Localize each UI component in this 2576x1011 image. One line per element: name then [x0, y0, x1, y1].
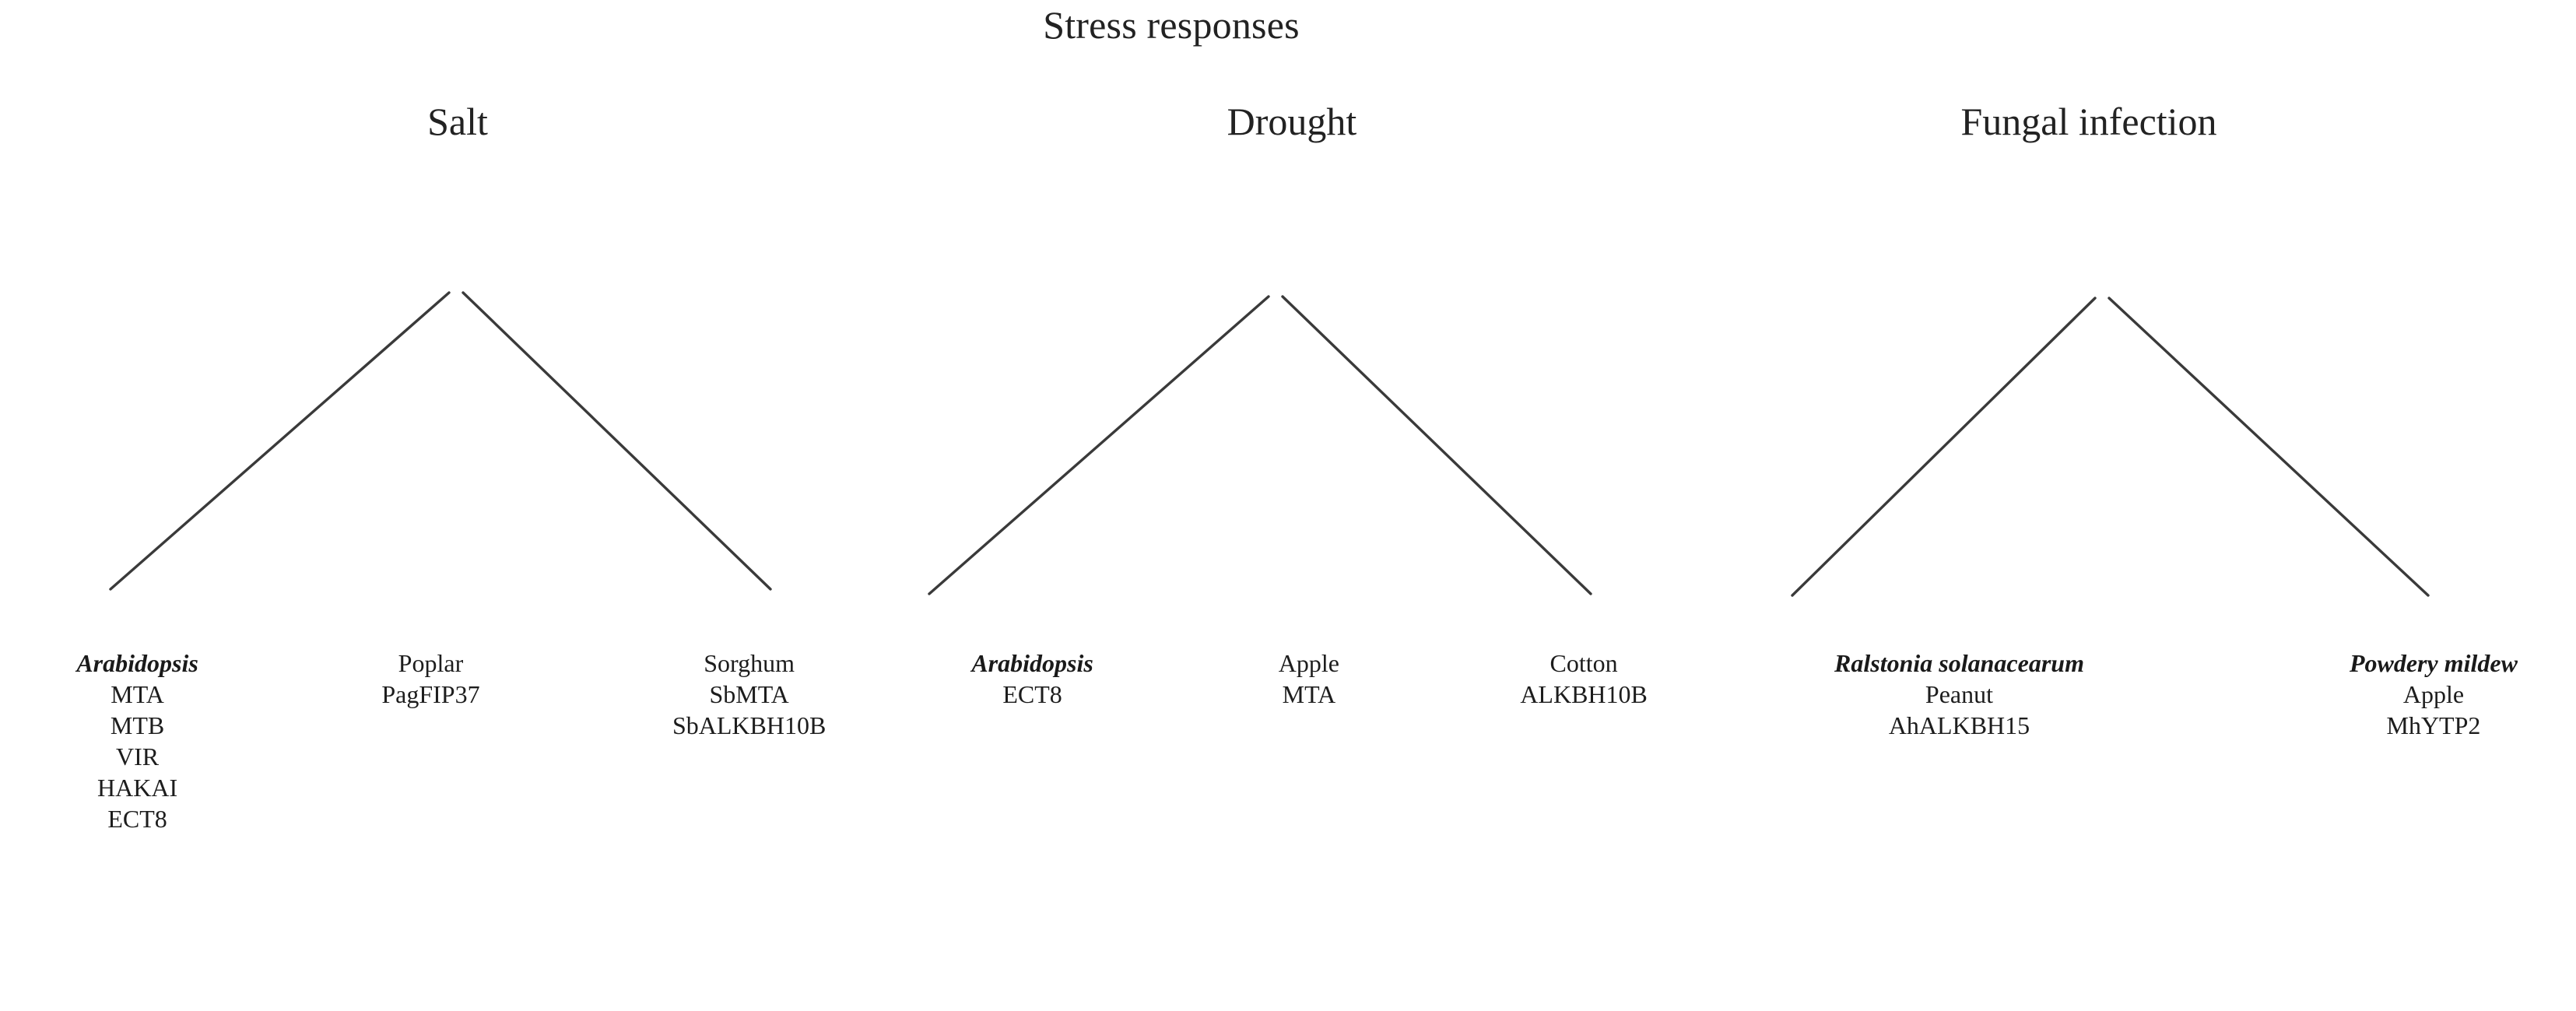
species-name: Powdery mildew	[2349, 649, 2518, 677]
page-title: Stress responses	[1043, 3, 1300, 47]
category-label-fungal-infection: Fungal infection	[1960, 100, 2217, 143]
gene-item: MhYTP2	[2386, 711, 2481, 739]
connector-line-salt-right	[462, 291, 772, 591]
species-name: Sorghum	[704, 649, 795, 677]
species-name: Ralstonia solanacearum	[1834, 649, 2084, 677]
gene-item: MTA	[111, 680, 164, 708]
species-name: Apple	[1278, 649, 1340, 677]
species-name: Cotton	[1549, 649, 1618, 677]
category-label-salt: Salt	[427, 100, 488, 143]
gene-item: ALKBH10B	[1520, 680, 1648, 708]
category-label-drought: Drought	[1227, 100, 1357, 143]
gene-item: MTA	[1282, 680, 1336, 708]
gene-item: MTB	[110, 711, 165, 739]
gene-item: Apple	[2402, 680, 2465, 708]
species-name: Poplar	[398, 649, 464, 677]
connector-line-drought-left	[928, 295, 1270, 595]
connector-line-fungal-infection-left	[1791, 297, 2097, 597]
gene-item: AhALKBH15	[1888, 711, 2030, 739]
species-name: Arabidopsis	[971, 649, 1093, 677]
species-name: Arabidopsis	[76, 649, 198, 677]
gene-item: ECT8	[107, 805, 167, 833]
gene-item: VIR	[116, 742, 160, 771]
gene-item: HAKAI	[97, 774, 178, 802]
connector-line-salt-left	[109, 291, 451, 591]
gene-item: PagFIP37	[381, 680, 480, 708]
gene-item: ECT8	[1002, 680, 1062, 708]
gene-item: Peanut	[1925, 680, 1994, 708]
connector-line-drought-right	[1281, 295, 1592, 595]
gene-item: SbMTA	[709, 680, 789, 708]
connector-line-fungal-infection-right	[2107, 297, 2430, 597]
gene-item: SbALKBH10B	[672, 711, 826, 739]
